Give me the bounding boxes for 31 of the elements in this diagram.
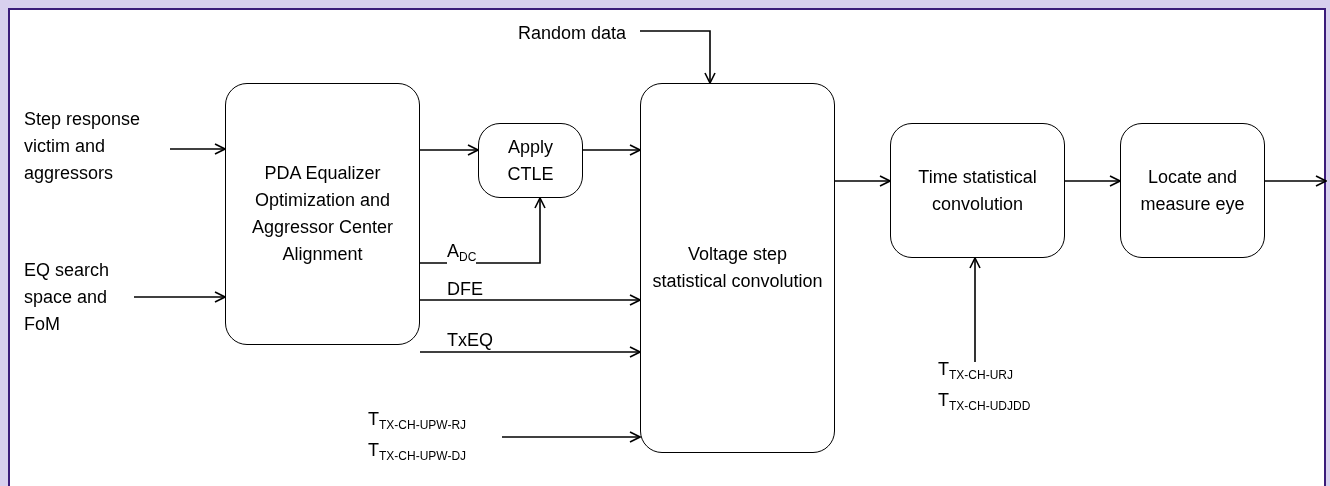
process-box [225, 83, 420, 345]
input-label: Random data [518, 22, 627, 45]
arrow [169, 143, 226, 155]
box-label: Voltage step statistical convolution [651, 243, 824, 293]
process-box [640, 83, 835, 453]
arrow [133, 291, 226, 303]
arrow [419, 294, 641, 306]
box-label: Locate and measure eye [1139, 165, 1246, 216]
jitter-parameter-label: T$_{TX-CH-URJ}$ [938, 358, 1013, 384]
jitter-parameter-label: T$_{TX-CH-UPW-RJ}$ [368, 408, 467, 434]
edge-label: TxEQ [447, 330, 493, 350]
arrow [501, 431, 641, 443]
process-box [478, 123, 583, 198]
arrow [582, 144, 641, 156]
process-box [1120, 123, 1265, 258]
process-box [890, 123, 1065, 258]
edge-label: A$_{DC}$ [447, 241, 477, 267]
arrow [639, 30, 716, 84]
arrow [1264, 175, 1327, 187]
box-label: PDA Equalizer Optimization and Aggressor Center Alignment [250, 162, 395, 266]
jitter-parameter-label: T$_{TX-CH-UPW-DJ}$ [368, 439, 467, 465]
jitter-parameter-label: T$_{TX-CH-UDJDD}$ [938, 389, 1031, 415]
arrow [834, 175, 891, 187]
input-label: Step response victim and aggressors [24, 107, 142, 185]
arrow [969, 257, 981, 363]
input-label: EQ search space and FoM [24, 258, 111, 336]
box-label: Time statistical convolution [917, 165, 1038, 216]
arrow [1064, 175, 1121, 187]
box-label: Apply CTLE [506, 135, 555, 186]
arrow [419, 346, 641, 358]
arrow [419, 144, 479, 156]
